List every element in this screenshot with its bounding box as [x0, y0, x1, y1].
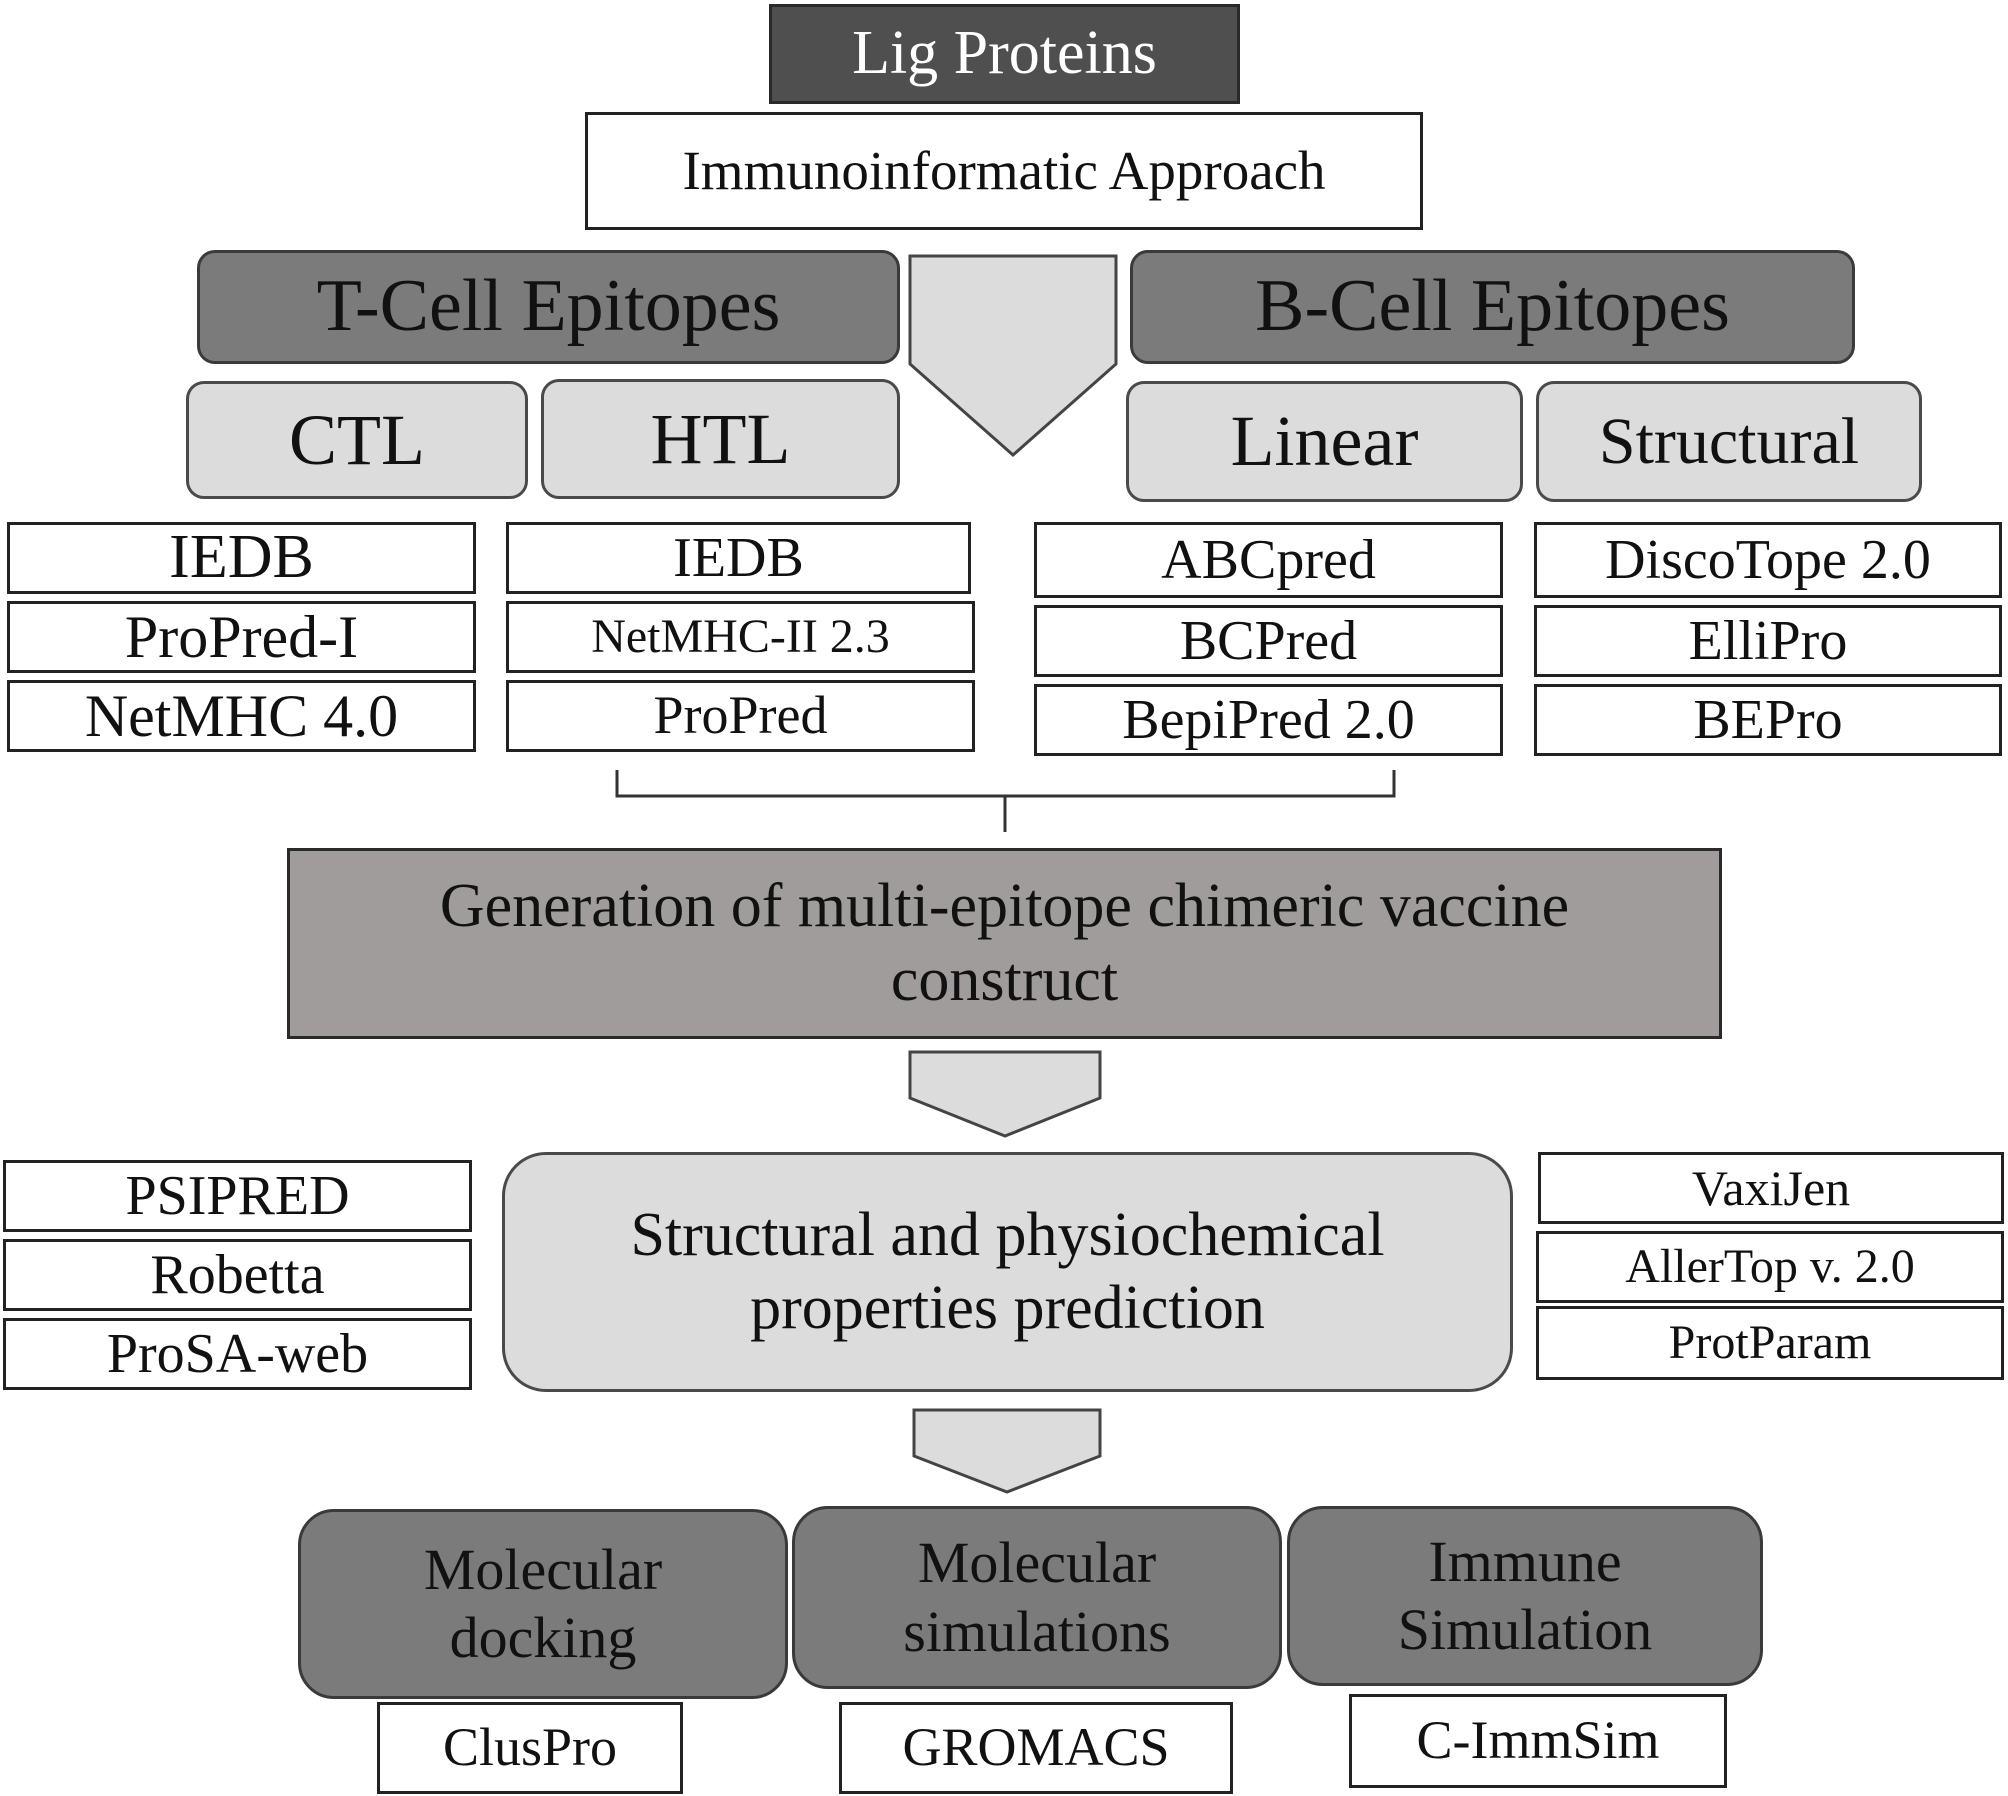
gromacs-label: GROMACS	[902, 1717, 1170, 1778]
prediction-right-tool-2: AllerTop v. 2.0	[1536, 1231, 2004, 1303]
linear-tool-2-label: BCPred	[1179, 609, 1358, 672]
prediction-left-tool-3-label: ProSA-web	[106, 1322, 369, 1385]
linear-tool-3-label: BepiPred 2.0	[1122, 688, 1415, 751]
prediction-down-arrow	[912, 1408, 1102, 1494]
molecular-simulations-line-1: Molecular	[917, 1530, 1157, 1596]
cluspro-tool: ClusPro	[377, 1702, 683, 1794]
linear-box: Linear	[1126, 381, 1523, 502]
prediction-right-tool-3: ProtParam	[1536, 1306, 2004, 1380]
linear-tool-3: BepiPred 2.0	[1034, 684, 1503, 756]
prediction-right-tool-2-label: AllerTop v. 2.0	[1625, 1239, 1915, 1293]
prediction-left-tool-2: Robetta	[3, 1239, 472, 1311]
prediction-right-tool-1: VaxiJen	[1538, 1152, 2004, 1224]
molecular-simulations-box: Molecular simulations	[792, 1506, 1282, 1689]
generation-box: Generation of multi-epitope chimeric vac…	[287, 848, 1722, 1039]
immune-simulation-line-2: Simulation	[1397, 1597, 1653, 1662]
molecular-docking-box: Molecular docking	[298, 1509, 788, 1699]
linear-tool-2: BCPred	[1034, 605, 1503, 677]
ctl-tool-3-label: NetMHC 4.0	[84, 682, 399, 749]
b-cell-epitopes-box: B-Cell Epitopes	[1130, 250, 1855, 364]
ctl-label: CTL	[289, 399, 425, 480]
htl-tool-1: IEDB	[506, 522, 971, 594]
gromacs-tool: GROMACS	[839, 1702, 1233, 1794]
t-cell-epitopes-box: T-Cell Epitopes	[197, 250, 900, 364]
tools-bracket	[615, 770, 1396, 832]
structural-tool-3-label: BEPro	[1693, 688, 1843, 751]
prediction-box: Structural and physiochemical properties…	[502, 1152, 1513, 1392]
linear-label: Linear	[1230, 401, 1419, 482]
main-down-arrow	[908, 254, 1118, 458]
structural-label: Structural	[1598, 404, 1860, 478]
prediction-left-tool-2-label: Robetta	[150, 1243, 325, 1306]
c-immsim-label: C-ImmSim	[1416, 1710, 1660, 1771]
htl-tool-2: NetMHC-II 2.3	[506, 601, 975, 673]
structural-tool-1: DiscoTope 2.0	[1534, 522, 2002, 598]
ctl-tool-2-label: ProPred-I	[124, 603, 359, 670]
htl-label: HTL	[650, 398, 791, 479]
prediction-right-tool-3-label: ProtParam	[1668, 1315, 1872, 1369]
immune-simulation-line-1: Immune	[1428, 1528, 1622, 1594]
htl-tool-3: ProPred	[506, 680, 975, 752]
ctl-box: CTL	[186, 381, 528, 499]
prediction-left-tool-1-label: PSIPRED	[125, 1164, 350, 1227]
molecular-simulations-line-2: simulations	[903, 1598, 1171, 1664]
prediction-left-tool-1: PSIPRED	[3, 1160, 472, 1232]
prediction-left-tool-3: ProSA-web	[3, 1318, 472, 1390]
htl-box: HTL	[541, 379, 900, 499]
page-title-text: Lig Proteins	[852, 19, 1157, 88]
b-cell-epitopes-title: B-Cell Epitopes	[1255, 265, 1730, 348]
structural-tool-1-label: DiscoTope 2.0	[1605, 528, 1931, 591]
c-immsim-tool: C-ImmSim	[1349, 1694, 1727, 1788]
structural-tool-3: BEPro	[1534, 684, 2002, 756]
structural-tool-2: ElliPro	[1534, 605, 2002, 677]
linear-tool-1: ABCpred	[1034, 522, 1503, 598]
structural-tool-2-label: ElliPro	[1688, 609, 1848, 672]
ctl-tool-1-label: IEDB	[169, 523, 314, 592]
linear-tool-1-label: ABCpred	[1161, 528, 1376, 591]
generation-down-arrow	[908, 1050, 1102, 1138]
htl-tool-2-label: NetMHC-II 2.3	[591, 609, 890, 663]
prediction-line-2: properties prediction	[750, 1274, 1265, 1342]
generation-line-2: construct	[890, 945, 1119, 1014]
page-title: Lig Proteins	[769, 4, 1240, 104]
molecular-docking-line-2: docking	[449, 1605, 637, 1670]
structural-box: Structural	[1536, 381, 1922, 502]
ctl-tool-2: ProPred-I	[7, 601, 476, 673]
generation-line-1: Generation of multi-epitope chimeric vac…	[439, 872, 1570, 941]
prediction-right-tool-1-label: VaxiJen	[1691, 1159, 1851, 1216]
ctl-tool-1: IEDB	[7, 522, 476, 594]
htl-tool-1-label: IEDB	[673, 526, 804, 589]
molecular-docking-line-1: Molecular	[423, 1536, 663, 1602]
t-cell-epitopes-title: T-Cell Epitopes	[316, 265, 781, 348]
prediction-line-1: Structural and physiochemical	[630, 1200, 1385, 1269]
cluspro-label: ClusPro	[442, 1717, 618, 1778]
ctl-tool-3: NetMHC 4.0	[7, 680, 476, 752]
approach-text: Immunoinformatic Approach	[682, 139, 1326, 201]
immune-simulation-box: Immune Simulation	[1287, 1506, 1763, 1686]
htl-tool-3-label: ProPred	[653, 685, 828, 746]
approach-box: Immunoinformatic Approach	[585, 112, 1423, 230]
